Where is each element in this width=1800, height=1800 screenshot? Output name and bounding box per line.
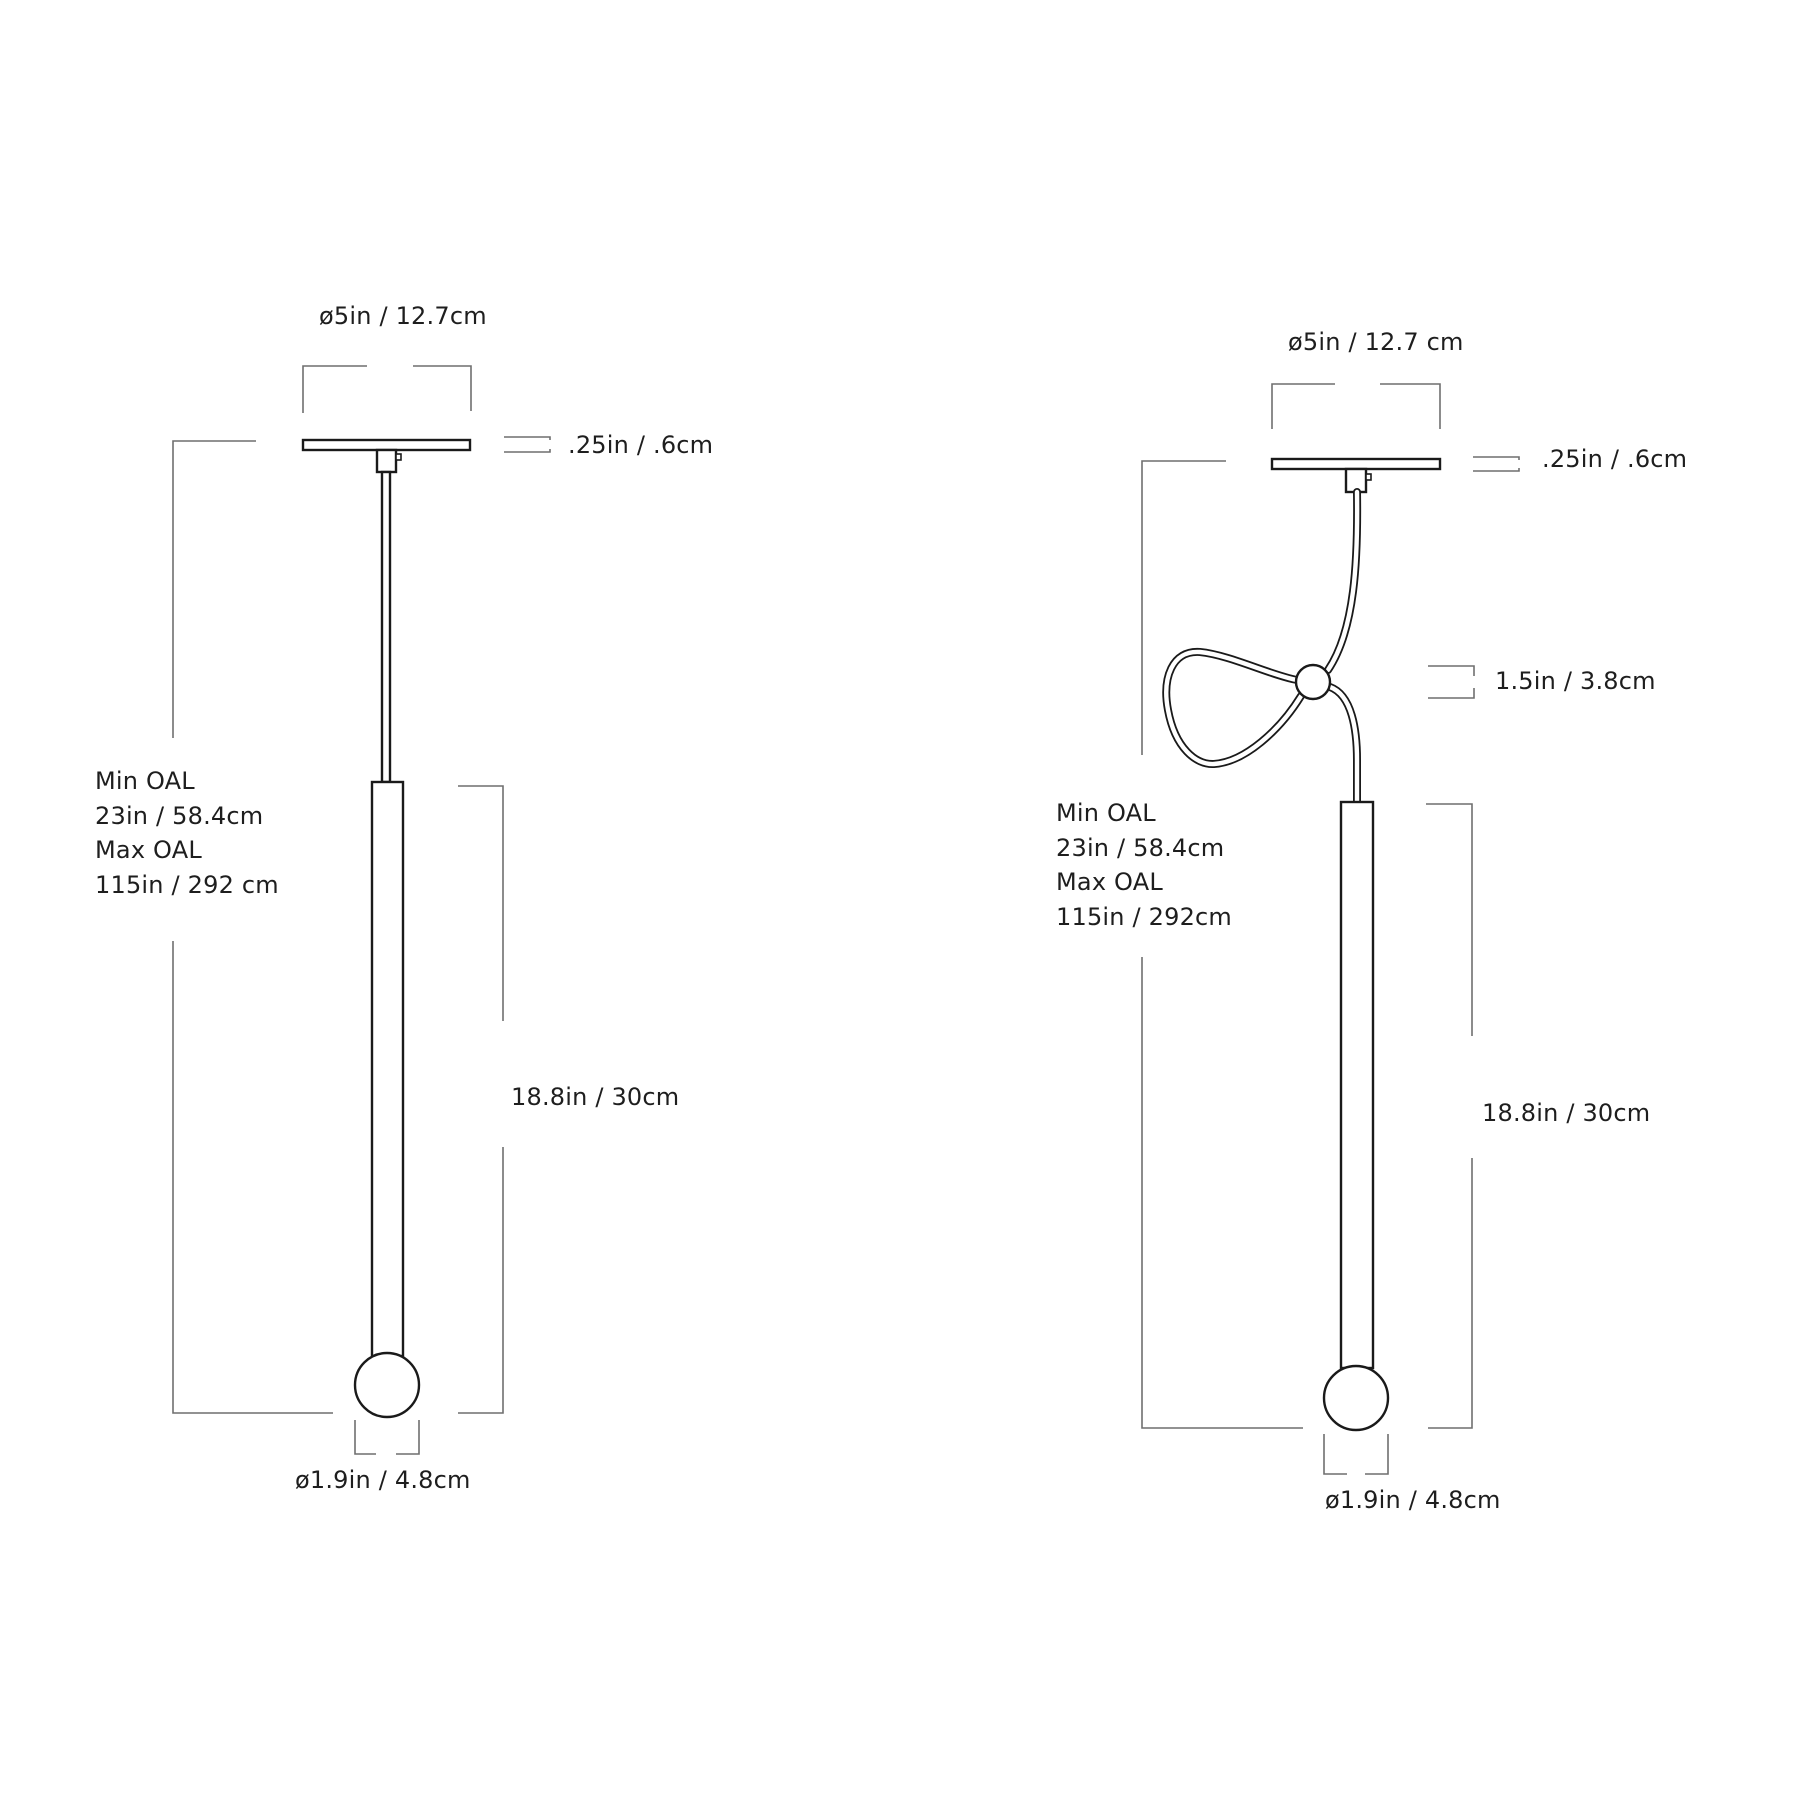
right-canopy-diameter-label: ø5in / 12.7 cm bbox=[1288, 328, 1464, 356]
left-canopy-diameter-bracket bbox=[302, 365, 472, 413]
right-canopy-diameter-bracket bbox=[1271, 383, 1441, 429]
left-canopy-thickness-bracket bbox=[504, 436, 551, 453]
left-tube bbox=[370, 780, 405, 1358]
left-oal-max-value: 115in / 292 cm bbox=[95, 870, 279, 899]
right-oal-max-value: 115in / 292cm bbox=[1056, 902, 1233, 931]
right-canopy-thickness-label: .25in / .6cm bbox=[1542, 445, 1688, 473]
left-socket-screw bbox=[395, 453, 402, 461]
right-oal-bracket bbox=[1141, 460, 1473, 1429]
right-oal-min-value: 23in / 58.4cm bbox=[1056, 833, 1225, 862]
left-oal-min-value: 23in / 58.4cm bbox=[95, 801, 264, 830]
left-canopy bbox=[301, 438, 472, 452]
right-tube-length-label: 18.8in / 30cm bbox=[1482, 1099, 1651, 1127]
right-cord bbox=[1162, 488, 1362, 806]
right-globe-diameter-label: ø1.9in / 4.8cm bbox=[1325, 1486, 1501, 1514]
left-canopy-thickness-label: .25in / .6cm bbox=[568, 431, 714, 459]
right-oal-min-title: Min OAL bbox=[1056, 799, 1156, 827]
left-lamp bbox=[172, 365, 551, 1455]
left-oal-min-title: Min OAL bbox=[95, 767, 195, 795]
right-globe bbox=[1322, 1364, 1390, 1432]
left-canopy-diameter-label: ø5in / 12.7cm bbox=[319, 302, 487, 330]
right-tube-length-bracket bbox=[1426, 803, 1473, 1036]
left-oal-label: Min OAL 23in / 58.4cm Max OAL 115in / 29… bbox=[95, 764, 279, 902]
left-tube-length-bracket bbox=[458, 785, 504, 1021]
right-knot-bracket bbox=[1428, 665, 1475, 699]
right-canopy-thickness-bracket bbox=[1473, 456, 1520, 472]
right-globe-diameter-bracket bbox=[1323, 1434, 1389, 1475]
left-globe bbox=[353, 1351, 421, 1419]
left-rod bbox=[380, 470, 392, 784]
right-oal-label: Min OAL 23in / 58.4cm Max OAL 115in / 29… bbox=[1056, 796, 1232, 934]
left-socket bbox=[375, 448, 398, 474]
right-knot-diameter-label: 1.5in / 3.8cm bbox=[1495, 667, 1656, 695]
right-tube bbox=[1339, 800, 1375, 1370]
right-socket-screw bbox=[1365, 473, 1372, 481]
left-oal-max-title: Max OAL bbox=[95, 836, 202, 864]
right-canopy bbox=[1270, 457, 1442, 471]
left-globe-diameter-bracket bbox=[354, 1420, 420, 1455]
left-tube-length-label: 18.8in / 30cm bbox=[511, 1083, 680, 1111]
right-oal-max-title: Max OAL bbox=[1056, 868, 1163, 896]
right-lamp bbox=[1141, 383, 1520, 1475]
left-oal-bracket bbox=[172, 440, 504, 1414]
right-knot-ball bbox=[1294, 663, 1332, 701]
left-globe-diameter-label: ø1.9in / 4.8cm bbox=[295, 1466, 471, 1494]
